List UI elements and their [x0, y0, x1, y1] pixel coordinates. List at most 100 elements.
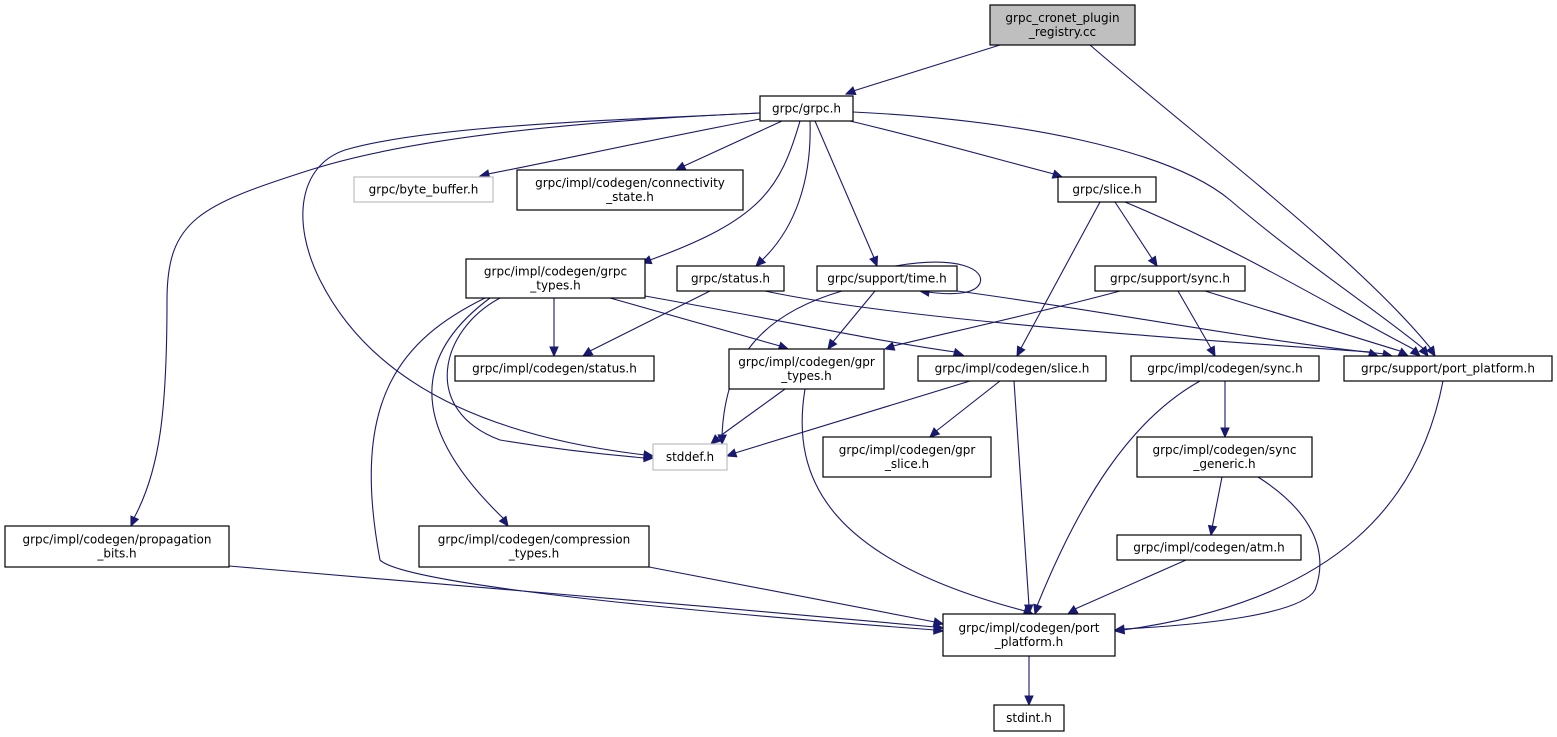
edge-compression-to-cg_port	[648, 566, 945, 627]
edge-grpc_h-to-byte_buffer	[478, 118, 761, 179]
node-box	[465, 258, 646, 299]
node-propagation[interactable]: grpc/impl/codegen/propagation_bits.h	[4, 525, 230, 568]
node-cg-slice[interactable]: grpc/impl/codegen/slice.h	[917, 355, 1107, 382]
node-root: grpc_cronet_plugin_registry.cc	[989, 4, 1136, 46]
node-cg-status[interactable]: grpc/impl/codegen/status.h	[454, 355, 655, 382]
edge-grpc_h-to-slice_h	[849, 120, 1064, 179]
edge-line	[734, 380, 971, 454]
node-grpc-h[interactable]: grpc/grpc.h	[759, 95, 854, 122]
edge-line	[934, 380, 1001, 433]
edge-line	[721, 290, 843, 437]
edge-status_h-to-cg_status	[581, 290, 711, 357]
node-box	[4, 525, 230, 568]
arrowhead-icon	[549, 346, 559, 358]
arrowhead-icon	[869, 255, 879, 268]
node-box	[917, 355, 1107, 382]
node-box	[816, 265, 958, 292]
edge-line	[1036, 380, 1201, 607]
node-gpr-slice[interactable]: grpc/impl/codegen/gpr_slice.h	[822, 436, 992, 478]
node-stdint[interactable]: stdint.h	[993, 704, 1065, 732]
node-status-h[interactable]: grpc/status.h	[676, 265, 785, 292]
node-label: _generic.h	[1192, 457, 1255, 471]
edge-grpc_h-to-status_h	[755, 120, 811, 267]
arrowhead-icon	[827, 338, 838, 350]
edge-grpc_types-to-cg_status	[549, 298, 559, 358]
edge-line	[956, 290, 1386, 355]
node-box	[942, 613, 1116, 657]
node-grpc-types[interactable]: grpc/impl/codegen/grpc_types.h	[465, 258, 646, 299]
node-label: grpc_cronet_plugin	[1005, 11, 1119, 25]
edge-sync_h-to-cg_sync	[1177, 290, 1216, 358]
arrowhead-icon	[1033, 603, 1043, 616]
edge-line	[133, 112, 761, 519]
edge-line	[649, 120, 801, 261]
edge-grpc_types-to-compression	[431, 297, 509, 527]
edge-grpc_types-to-stddef	[446, 297, 655, 463]
node-cg-port[interactable]: grpc/impl/codegen/port_platform.h	[942, 613, 1116, 657]
edge-line	[446, 297, 646, 459]
arrowhead-icon	[883, 341, 896, 351]
node-sync-h[interactable]: grpc/support/sync.h	[1094, 265, 1246, 292]
edge-line	[302, 112, 761, 456]
node-box	[1343, 355, 1553, 382]
node-sup-port[interactable]: grpc/support/port_platform.h	[1343, 355, 1553, 382]
arrowhead-icon	[1024, 695, 1034, 707]
edge-sync_h-to-sup_port	[1204, 290, 1410, 357]
edge-line	[1177, 290, 1213, 351]
arrowhead-icon	[1207, 524, 1218, 537]
edge-line	[228, 565, 936, 628]
node-connectivity[interactable]: grpc/impl/codegen/connectivity_state.h	[516, 169, 744, 211]
node-label: grpc/slice.h	[1072, 183, 1141, 197]
node-box	[676, 265, 785, 292]
node-label: _platform.h	[994, 635, 1063, 649]
edge-line	[370, 297, 936, 631]
node-label: grpc/support/sync.h	[1110, 272, 1230, 286]
node-compression[interactable]: grpc/impl/codegen/compression_types.h	[418, 525, 650, 568]
node-cg-sync[interactable]: grpc/impl/codegen/sync.h	[1130, 355, 1320, 382]
edge-slice_h-to-sync_h	[1114, 201, 1158, 268]
node-box	[1094, 265, 1246, 292]
node-slice-h[interactable]: grpc/slice.h	[1057, 176, 1157, 203]
node-sync-generic[interactable]: grpc/impl/codegen/sync_generic.h	[1136, 436, 1313, 478]
node-label: grpc/impl/codegen/port	[958, 621, 1099, 635]
node-gpr-types[interactable]: grpc/impl/codegen/gpr_types.h	[728, 348, 885, 390]
arrowhead-icon	[1147, 255, 1158, 268]
node-atm[interactable]: grpc/impl/codegen/atm.h	[1116, 534, 1302, 561]
edge-line	[683, 120, 783, 167]
node-stddef: stddef.h	[652, 443, 728, 471]
edge-line	[1074, 559, 1187, 610]
node-label: grpc/impl/codegen/connectivity	[535, 176, 725, 190]
node-label: grpc/impl/codegen/status.h	[472, 362, 637, 376]
node-time-h[interactable]: grpc/support/time.h	[816, 265, 958, 292]
arrowhead-icon	[643, 452, 655, 463]
edge-grpc_h-to-sup_port	[852, 111, 1429, 357]
arrowhead-icon	[1409, 346, 1421, 357]
edge-cg_slice-to-stddef	[725, 380, 971, 458]
edge-status_h-to-sup_port	[764, 290, 1380, 358]
node-label: grpc/grpc.h	[772, 102, 841, 116]
edge-root-to-sup_port	[1089, 44, 1436, 358]
node-label: grpc/support/time.h	[827, 272, 946, 286]
node-box	[728, 348, 885, 390]
arrowhead-icon	[1016, 345, 1026, 358]
edge-time_h-to-gpr_types	[827, 290, 876, 350]
arrowhead-icon	[932, 617, 945, 627]
edge-line	[1013, 380, 1030, 607]
nodes-layer: grpc_cronet_plugin_registry.cc grpc/grpc.…	[4, 4, 1553, 732]
edge-line	[1211, 476, 1223, 529]
edge-line	[801, 388, 1026, 612]
edge-cg_sync-to-cg_port	[1033, 380, 1201, 616]
edge-grpc_h-to-propagation	[130, 112, 761, 528]
edge-line	[1122, 380, 1444, 631]
arrowhead-icon	[498, 515, 509, 527]
arrowhead-icon	[581, 346, 594, 357]
edge-line	[759, 120, 811, 263]
edge-cg_port-to-stdint	[1024, 656, 1034, 707]
node-label: grpc/impl/codegen/propagation	[23, 533, 212, 547]
edge-line	[1114, 201, 1154, 261]
edge-line	[609, 297, 781, 347]
edge-line	[892, 290, 1121, 347]
node-label: stddef.h	[666, 450, 714, 464]
edge-line	[1124, 201, 1416, 351]
